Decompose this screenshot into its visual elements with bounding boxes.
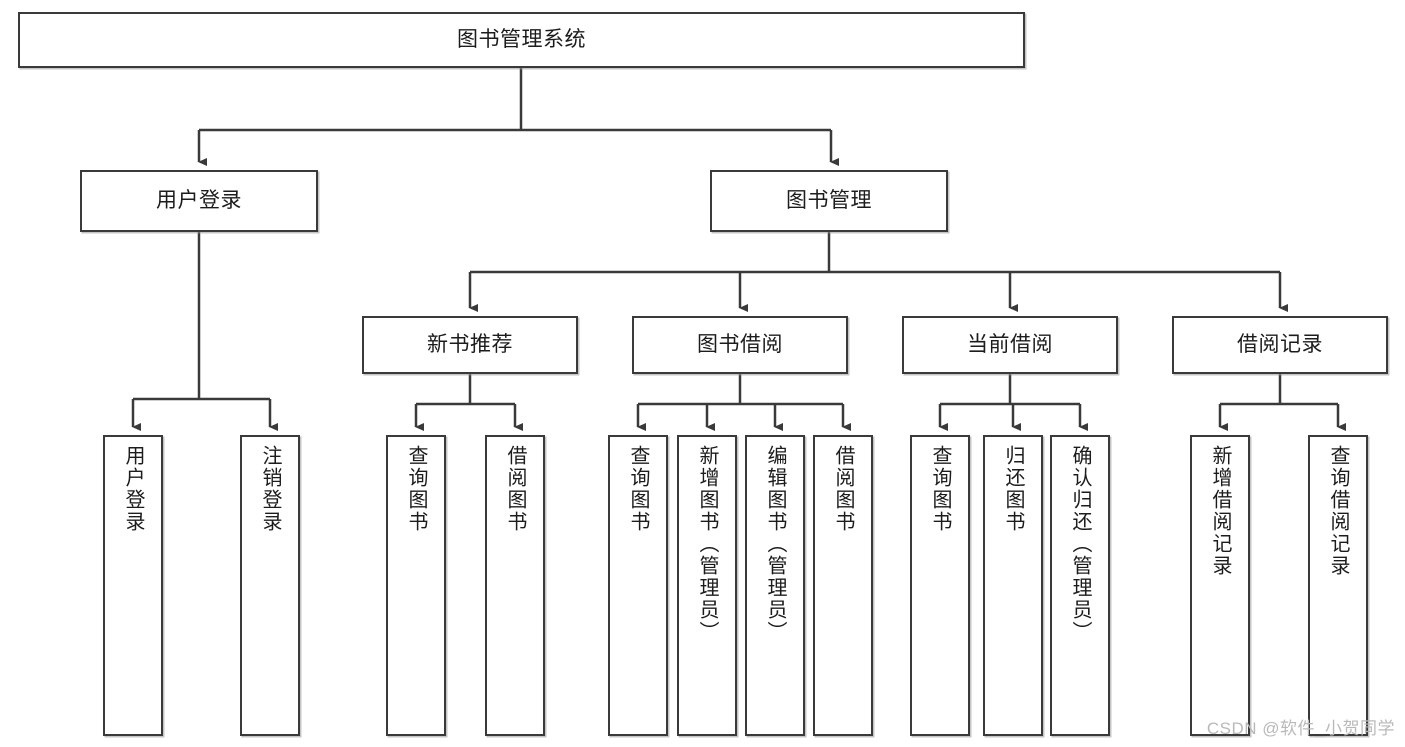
node-leaf-add-book-label: 新增图书（管理员） xyxy=(696,445,718,643)
node-book-borrow[interactable]: 图书借阅 xyxy=(632,316,848,374)
node-leaf-edit-book-label: 编辑图书（管理员） xyxy=(764,445,786,643)
node-leaf-borrow-book-1-label: 借阅图书 xyxy=(504,445,526,533)
node-leaf-confirm-return[interactable]: 确认归还（管理员） xyxy=(1050,435,1110,736)
node-leaf-borrow-book-1[interactable]: 借阅图书 xyxy=(485,435,545,736)
node-leaf-query-book-2[interactable]: 查询图书 xyxy=(608,435,668,736)
node-book-management-label: 图书管理 xyxy=(786,188,872,212)
node-leaf-borrow-book-2-label: 借阅图书 xyxy=(832,445,854,533)
node-leaf-add-borrow-record-label: 新增借阅记录 xyxy=(1209,445,1231,577)
node-leaf-query-book-1[interactable]: 查询图书 xyxy=(386,435,446,736)
node-leaf-query-borrow-record-label: 查询借阅记录 xyxy=(1327,445,1349,577)
node-leaf-query-book-1-label: 查询图书 xyxy=(405,445,427,533)
node-leaf-query-book-3[interactable]: 查询图书 xyxy=(910,435,970,736)
node-leaf-logout-login-label: 注销登录 xyxy=(259,445,281,533)
node-leaf-return-book-label: 归还图书 xyxy=(1002,445,1024,533)
watermark-text: CSDN @软件_小贺同学 xyxy=(1206,719,1395,738)
node-book-management[interactable]: 图书管理 xyxy=(710,170,948,232)
node-leaf-user-login-label: 用户登录 xyxy=(122,445,144,533)
node-leaf-borrow-book-2[interactable]: 借阅图书 xyxy=(813,435,873,736)
node-new-book-recommend-label: 新书推荐 xyxy=(427,332,513,356)
node-leaf-add-book[interactable]: 新增图书（管理员） xyxy=(677,435,737,736)
node-user-login[interactable]: 用户登录 xyxy=(80,170,318,232)
node-borrow-record-label: 借阅记录 xyxy=(1237,332,1323,356)
node-leaf-add-borrow-record[interactable]: 新增借阅记录 xyxy=(1190,435,1250,736)
node-current-borrow[interactable]: 当前借阅 xyxy=(902,316,1118,374)
node-leaf-query-book-2-label: 查询图书 xyxy=(627,445,649,533)
node-leaf-edit-book[interactable]: 编辑图书（管理员） xyxy=(745,435,805,736)
node-root-label: 图书管理系统 xyxy=(457,27,586,51)
node-root-system[interactable]: 图书管理系统 xyxy=(18,12,1025,68)
node-book-borrow-label: 图书借阅 xyxy=(697,332,783,356)
node-new-book-recommend[interactable]: 新书推荐 xyxy=(362,316,578,374)
node-leaf-logout-login[interactable]: 注销登录 xyxy=(240,435,300,736)
node-leaf-return-book[interactable]: 归还图书 xyxy=(983,435,1043,736)
node-leaf-confirm-return-label: 确认归还（管理员） xyxy=(1069,445,1091,643)
node-leaf-query-borrow-record[interactable]: 查询借阅记录 xyxy=(1308,435,1368,736)
node-leaf-query-book-3-label: 查询图书 xyxy=(929,445,951,533)
node-user-login-label: 用户登录 xyxy=(156,188,242,212)
node-leaf-user-login[interactable]: 用户登录 xyxy=(103,435,163,736)
node-borrow-record[interactable]: 借阅记录 xyxy=(1172,316,1388,374)
node-current-borrow-label: 当前借阅 xyxy=(967,332,1053,356)
